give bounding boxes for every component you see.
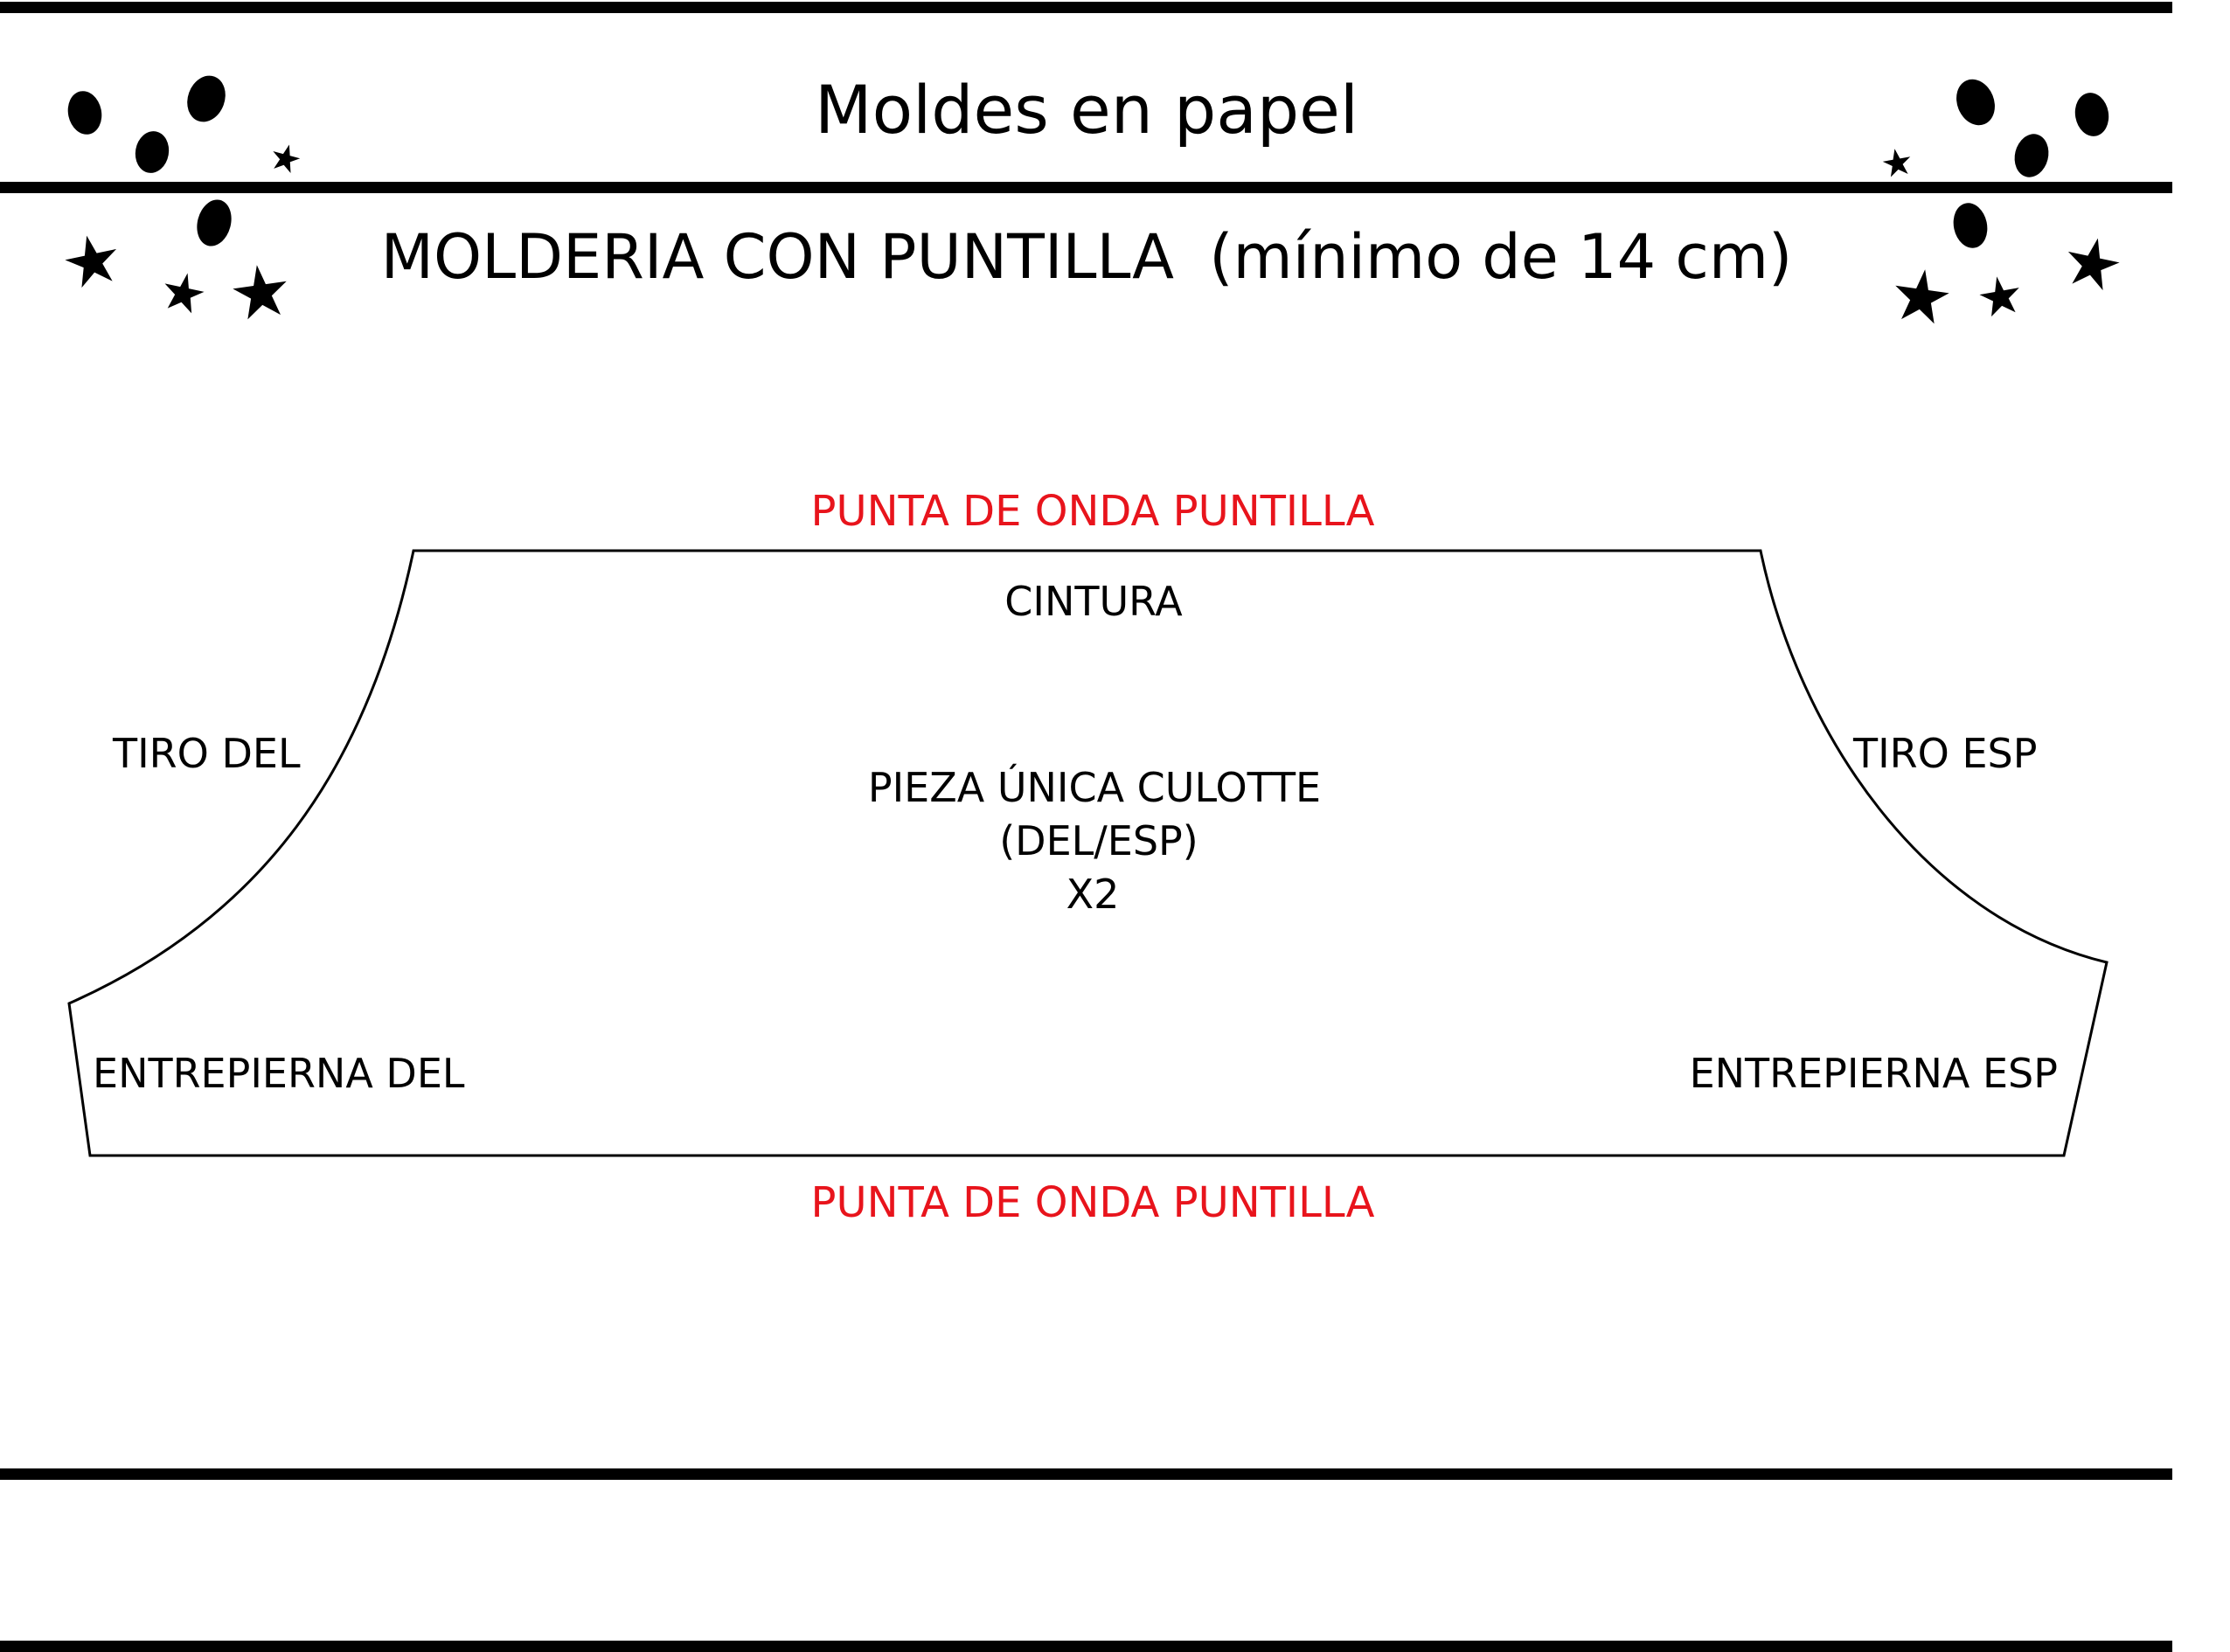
dot-icon xyxy=(187,75,226,122)
star-icon xyxy=(65,235,117,288)
dot-icon xyxy=(1953,203,1988,248)
top-edge-label: PUNTA DE ONDA PUNTILLA xyxy=(811,487,1375,536)
star-icon xyxy=(273,144,301,174)
dots-and-stars-icon xyxy=(65,75,301,320)
header-rule xyxy=(0,182,2172,193)
piece-side-line: (DEL/ESP) xyxy=(999,817,1198,864)
inseam-front-label: ENTREPIERNA DEL xyxy=(93,1050,465,1097)
piece-name-line: PIEZA ÚNICA CULOTTE xyxy=(868,764,1321,811)
bottom-edge-label: PUNTA DE ONDA PUNTILLA xyxy=(811,1178,1375,1227)
footer-rule-lower xyxy=(0,1641,2172,1652)
dot-icon xyxy=(67,91,102,135)
star-icon xyxy=(233,265,287,320)
footer-rule-upper xyxy=(0,1468,2172,1480)
subtitle-note: (mínimo de 14 cm) xyxy=(1209,221,1792,293)
star-icon xyxy=(1979,276,2019,317)
rise-back-label: TIRO ESP xyxy=(1852,730,2037,777)
dot-icon xyxy=(135,131,170,173)
dots-and-stars-icon xyxy=(1882,79,2120,324)
page-title: Moldes en papel xyxy=(815,71,1358,149)
subtitle-main: MOLDERIA CON PUNTILLA xyxy=(381,221,1174,293)
culotte-pattern-outline xyxy=(67,549,2108,1157)
waist-label: CINTURA xyxy=(1004,578,1183,625)
rise-front-label: TIRO DEL xyxy=(112,730,301,777)
star-icon xyxy=(2067,238,2120,291)
piece-quantity-line: X2 xyxy=(1066,871,1120,918)
star-icon xyxy=(164,273,205,314)
inseam-back-label: ENTREPIERNA ESP xyxy=(1690,1050,2058,1097)
dot-icon xyxy=(2074,93,2109,136)
dot-icon xyxy=(2014,134,2049,177)
dot-icon xyxy=(197,199,232,246)
top-rule xyxy=(0,2,2172,13)
dot-icon xyxy=(1956,79,1995,126)
star-icon xyxy=(1882,149,1911,177)
page-subtitle: MOLDERIA CON PUNTILLA (mínimo de 14 cm) xyxy=(381,221,1793,293)
star-icon xyxy=(1895,269,1949,324)
